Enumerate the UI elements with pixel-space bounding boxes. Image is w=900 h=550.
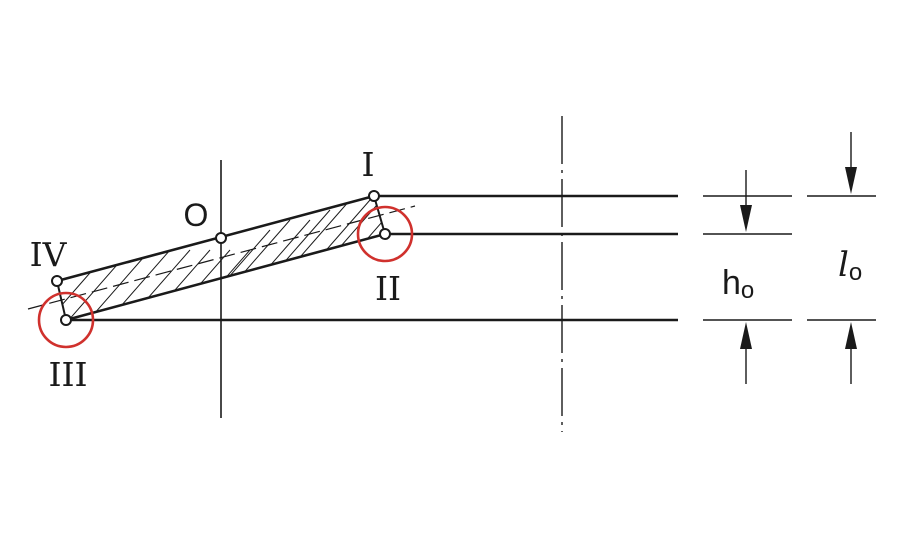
l-label-sub: o [849,259,862,286]
highlight-circle-iii [37,291,95,349]
label-i: I [361,145,374,184]
point-i [368,190,380,202]
edge-i-ii [373,195,386,235]
h-arrow-top-head [740,205,752,232]
point-o [215,232,227,244]
label-ii: II [375,269,401,308]
l-arrow-bottom-head [845,322,857,349]
hatch-pattern [57,196,385,320]
h-label-sub: o [741,277,754,304]
label-o: O [184,197,209,233]
l-arrow-top-head [845,167,857,194]
edge-iii-ii [65,232,386,322]
label-iii: III [48,355,87,394]
highlight-circle-ii [356,205,414,263]
h-label: ho [722,264,754,304]
label-iv: IV [30,235,68,274]
point-iii [60,314,72,326]
point-ii [379,228,391,240]
dashed-diagonal [27,205,416,310]
point-iv [51,275,63,287]
edge-iv-iii [56,280,67,321]
l-label: lo [838,245,862,286]
h-arrow-bottom-head [740,322,752,349]
